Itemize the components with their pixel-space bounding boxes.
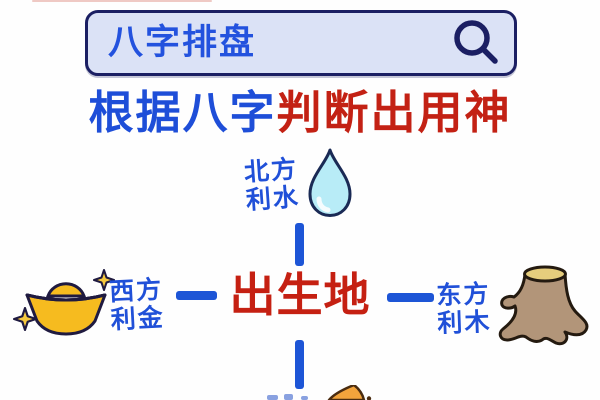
search-input[interactable]: 八字排盘 bbox=[108, 22, 257, 63]
search-icon[interactable] bbox=[450, 17, 502, 69]
search-bar[interactable]: 八字排盘 bbox=[85, 10, 517, 76]
connector-east bbox=[387, 293, 434, 302]
east-label: 东方 利木 bbox=[436, 279, 492, 338]
flame-icon bbox=[327, 385, 372, 400]
sparkle-icon bbox=[93, 269, 115, 291]
gold-ingot-icon bbox=[25, 282, 107, 336]
connector-west bbox=[176, 291, 217, 300]
title-blue-part: 根据八字 bbox=[88, 86, 277, 139]
west-label-line2: 利金 bbox=[109, 302, 166, 335]
south-label-cutoff bbox=[301, 396, 308, 400]
east-label-line2: 利木 bbox=[436, 307, 492, 338]
south-label-cutoff bbox=[284, 394, 293, 400]
connector-south bbox=[295, 340, 304, 389]
tree-stump-icon bbox=[498, 265, 589, 346]
center-node-birthplace: 出生地 bbox=[229, 268, 371, 322]
sparkle-icon bbox=[13, 307, 37, 331]
south-label-cutoff bbox=[267, 395, 278, 400]
page-title: 根据八字判断出用神 bbox=[0, 88, 600, 138]
water-drop-icon bbox=[308, 148, 352, 217]
connector-north bbox=[295, 223, 304, 266]
west-label: 西方 利金 bbox=[108, 274, 166, 335]
title-red-part: 判断出用神 bbox=[276, 86, 512, 139]
north-label: 北方 利水 bbox=[243, 154, 301, 215]
west-label-line1: 西方 bbox=[108, 274, 164, 307]
cutoff-text-sliver bbox=[32, 0, 212, 2]
north-label-line2: 利水 bbox=[244, 182, 301, 215]
east-label-line1: 东方 bbox=[436, 279, 491, 310]
